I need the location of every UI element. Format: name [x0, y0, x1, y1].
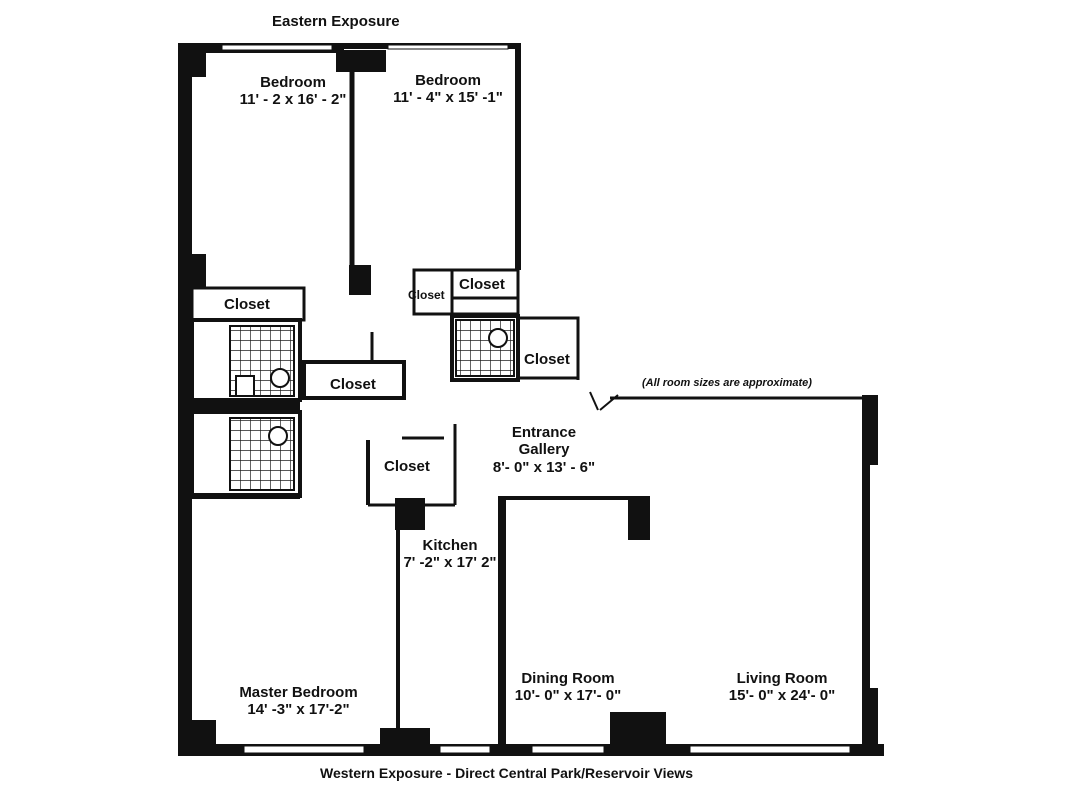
corner-pillars — [192, 50, 666, 746]
dining-room-size: 10'- 0" x 17'- 0" — [514, 687, 622, 705]
bedroom-right-name: Bedroom — [415, 72, 481, 89]
entrance-size: 8'- 0" x 13' - 6" — [492, 458, 596, 476]
bathroom-fixtures — [235, 328, 508, 446]
living-room-name: Living Room — [736, 670, 828, 687]
kitchen-name: Kitchen — [422, 537, 478, 554]
bottom-exposure-heading: Western Exposure - Direct Central Park/R… — [320, 765, 693, 781]
entrance-name-line2: Gallery — [518, 441, 570, 459]
kitchen-size: 7' -2" x 17' 2" — [403, 554, 497, 572]
closet-label-hall: Closet — [524, 351, 570, 368]
bathroom-tiles — [229, 319, 515, 491]
interior-walls — [190, 52, 650, 746]
entrance-gallery-label: Entrance Gallery 8'- 0" x 13' - 6" — [488, 424, 600, 476]
dining-room-name: Dining Room — [521, 670, 615, 687]
living-room-size: 15'- 0" x 24'- 0" — [728, 687, 836, 705]
dining-room-label: Dining Room 10'- 0" x 17'- 0" — [508, 670, 628, 705]
closet-label-right-bedroom: Closet — [459, 276, 505, 293]
bedroom-right-size: 11' - 4" x 15' -1" — [393, 89, 503, 107]
entrance-name: Entrance — [511, 424, 577, 441]
bedroom-left-name: Bedroom — [260, 74, 326, 91]
top-exposure-heading: Eastern Exposure — [272, 13, 400, 30]
bedroom-left-label: Bedroom 11' - 2 x 16' - 2" — [213, 74, 373, 109]
closet-label-bath: Closet — [330, 376, 376, 393]
living-room-label: Living Room 15'- 0" x 24'- 0" — [712, 670, 852, 705]
approximate-size-note: (All room sizes are approximate) — [642, 377, 812, 389]
closet-label-small: Closet — [408, 288, 445, 302]
master-bedroom-size: 14' -3" x 17'-2" — [247, 701, 350, 719]
windows — [221, 44, 851, 754]
master-bedroom-label: Master Bedroom 14' -3" x 17'-2" — [226, 684, 371, 719]
bedroom-left-size: 11' - 2 x 16' - 2" — [239, 91, 347, 109]
kitchen-label: Kitchen 7' -2" x 17' 2" — [394, 537, 506, 572]
master-bedroom-name: Master Bedroom — [239, 684, 358, 701]
closet-label-left-bedroom: Closet — [224, 296, 270, 313]
closet-label-kitchen: Closet — [384, 458, 430, 475]
bedroom-right-label: Bedroom 11' - 4" x 15' -1" — [378, 72, 518, 107]
